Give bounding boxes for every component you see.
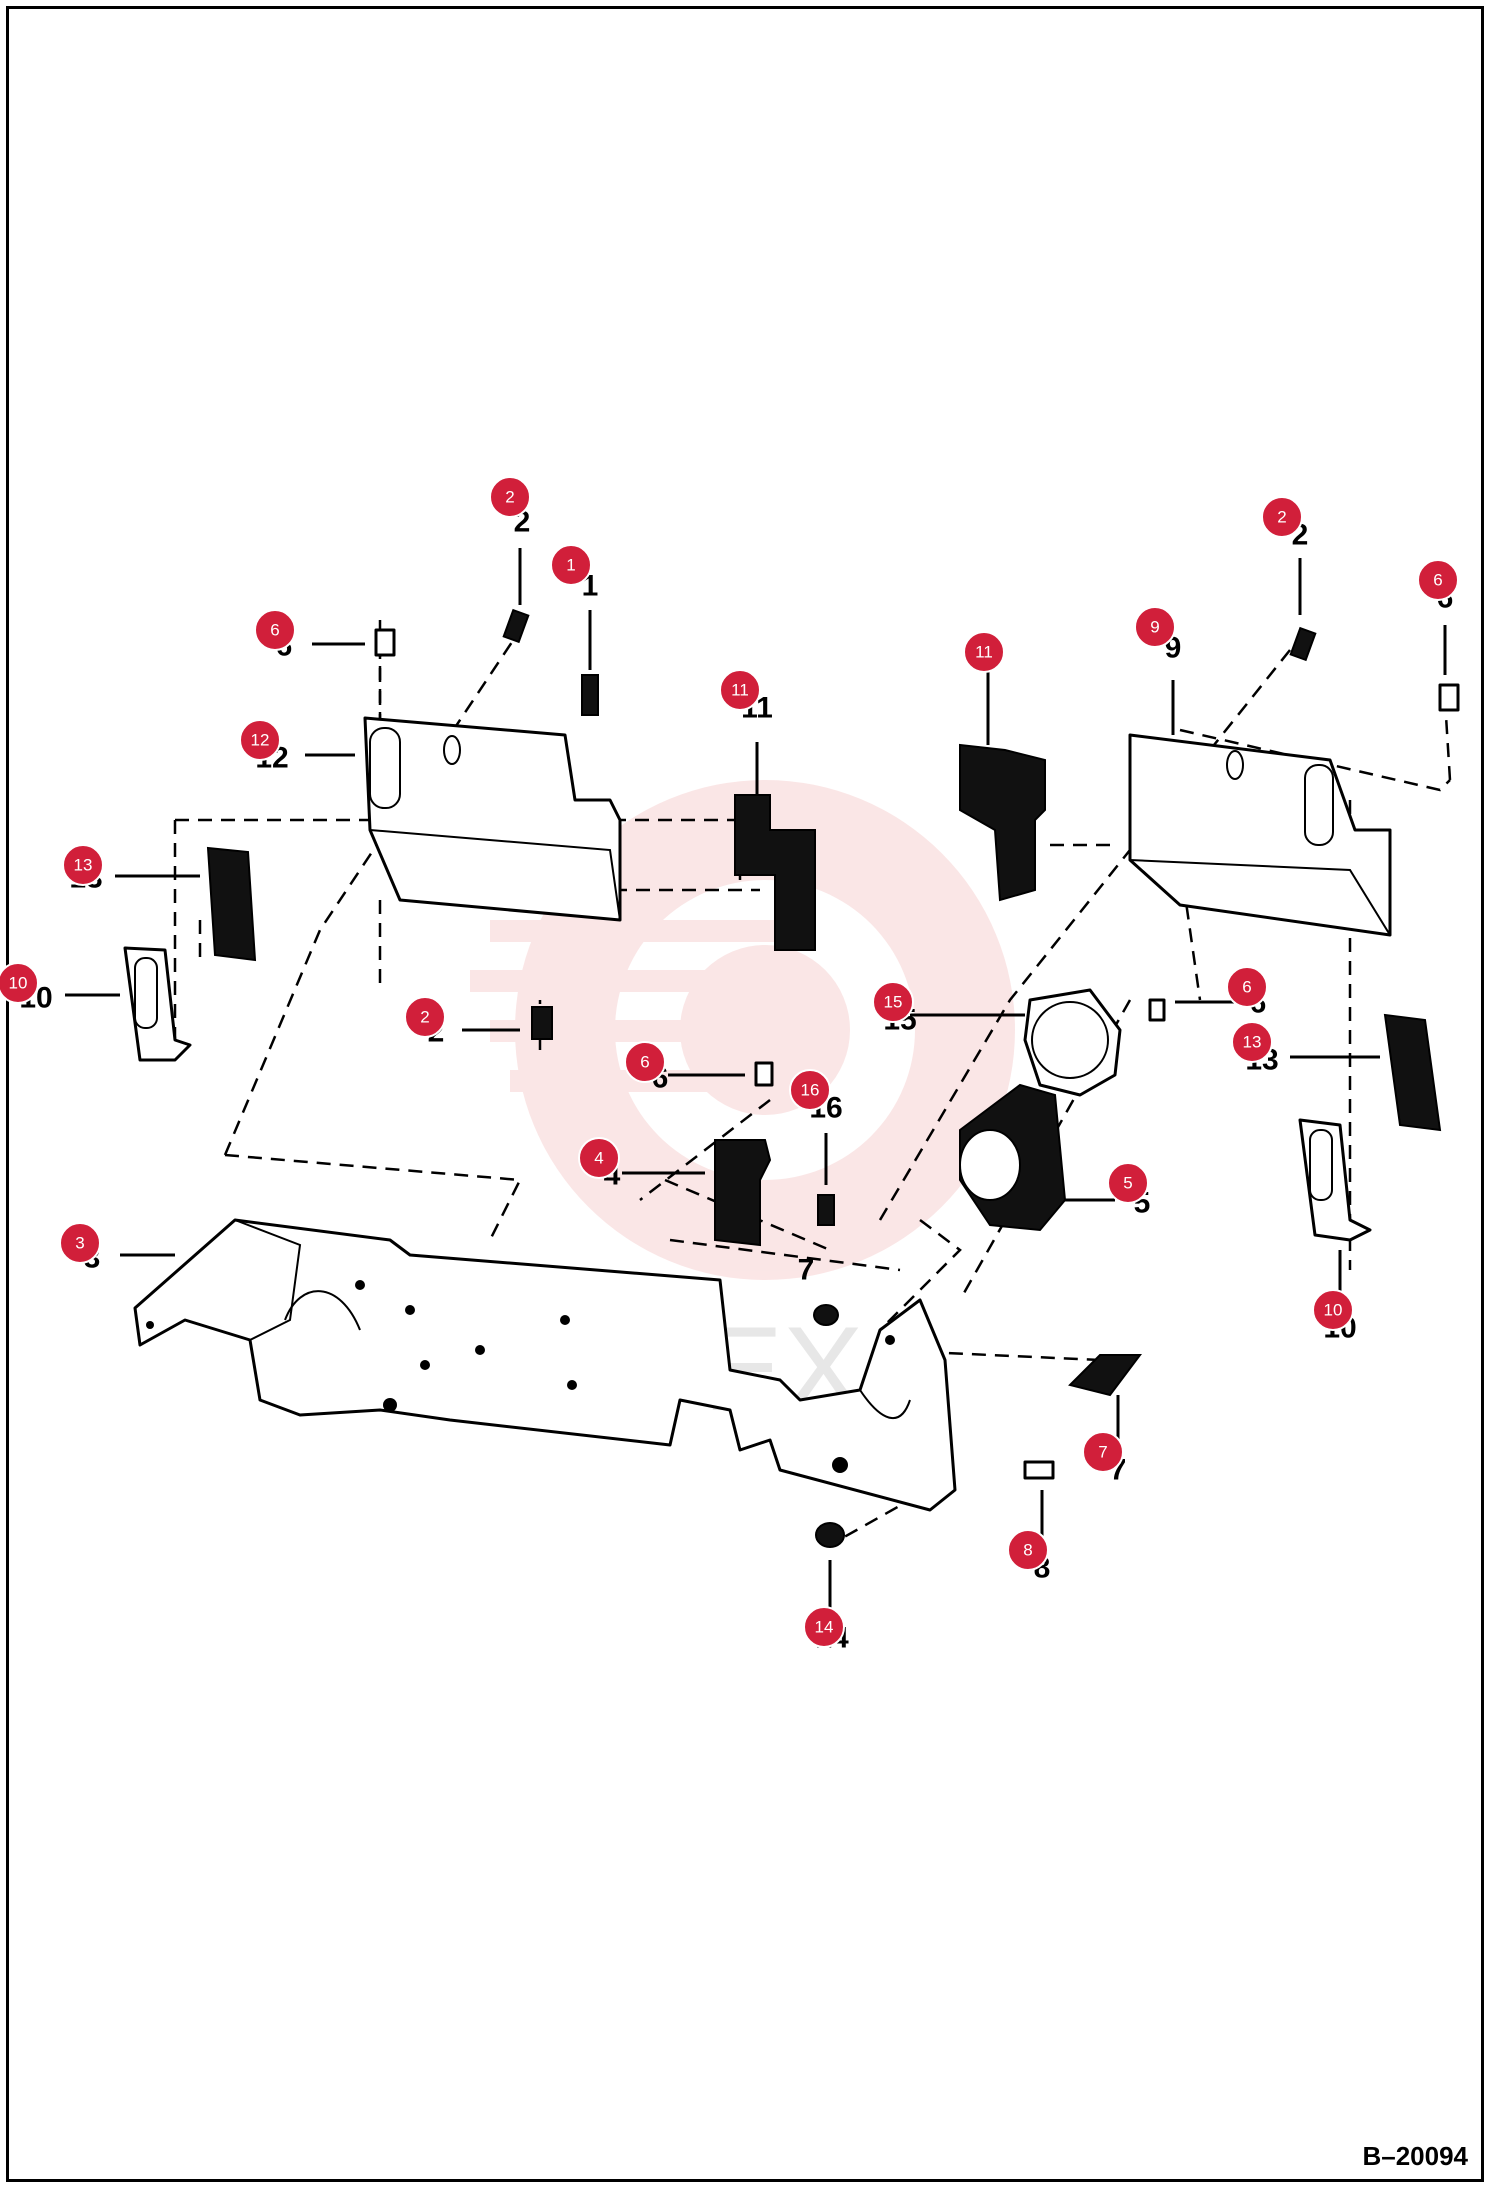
svg-text:10: 10 [9,974,28,993]
svg-text:16: 16 [801,1081,820,1100]
callout-1: 1 [550,544,592,586]
svg-text:4: 4 [594,1149,603,1168]
callout-7: 7 [1082,1431,1124,1473]
part-6-bolt-c [1148,998,1166,1022]
callout-2-b: 2 [404,996,446,1038]
svg-text:8: 8 [1023,1541,1032,1560]
part-3-main-panel [133,1218,957,1512]
callout-3: 3 [59,1222,101,1264]
part-11-block-right [959,743,1046,902]
callout-16: 16 [789,1069,831,1111]
svg-text:12: 12 [251,731,270,750]
svg-text:6: 6 [1433,571,1442,590]
part-1-screw [581,674,599,716]
leader-lines [65,548,1447,1610]
part-13-pad-right [1383,1013,1442,1132]
callout-15: 15 [872,981,914,1023]
part-9-bracket [1128,733,1392,937]
svg-text:7: 7 [1098,1443,1107,1462]
svg-text:1: 1 [566,556,575,575]
part-2-bolt-b [531,1006,553,1040]
callout-2-a: 2 [489,476,531,518]
svg-text:14: 14 [815,1618,834,1637]
svg-text:6: 6 [270,621,279,640]
part-2-bolt-c [1289,626,1317,662]
callout-14: 14 [803,1606,845,1648]
part-6-bolt-a [374,628,396,657]
callout-10-b: 10 [1312,1289,1354,1331]
callout-6-a: 6 [254,609,296,651]
callout-10-a: 10 [0,962,39,1004]
part-13-pad-left [206,846,257,962]
callout-markers: 2 1 6 12 13 10 2 11 11 9 2 6 15 6 13 6 1… [0,476,1459,1648]
part-2-bolt-a [502,608,530,644]
callout-11-b: 11 [963,631,1005,673]
svg-text:13: 13 [1243,1033,1262,1052]
part-5-boot [959,1083,1067,1232]
part-12-bracket [363,716,622,922]
callout-12: 12 [239,719,281,761]
diagram-frame [6,6,1484,2182]
part-14-nut [815,1522,845,1548]
callout-8: 8 [1007,1529,1049,1571]
svg-text:9: 9 [1150,618,1159,637]
callout-6-b: 6 [1417,559,1459,601]
part-4-block [714,1139,772,1247]
part-15-gasket [1023,988,1122,1097]
part-11-block-left [734,794,816,951]
svg-text:11: 11 [731,681,749,700]
callout-9: 9 [1134,606,1176,648]
callout-11-a: 11 [719,669,761,711]
watermark-gear-icon [470,780,1015,1280]
document-code: B–20094 [1362,2141,1468,2171]
svg-text:6: 6 [1242,978,1251,997]
svg-text:2: 2 [505,488,514,507]
callout-13-b: 13 [1231,1021,1273,1063]
callout-6-c: 6 [1226,966,1268,1008]
svg-text:13: 13 [74,856,93,875]
part-16-bolt [817,1194,835,1226]
part-10-bracket-left [123,946,192,1062]
part-16-nut [813,1304,839,1326]
svg-text:6: 6 [640,1053,649,1072]
part-8-bolt [1023,1460,1055,1480]
svg-text:11: 11 [975,643,993,662]
part-6-bolt-b [1438,683,1460,712]
callout-2-c: 2 [1261,496,1303,538]
part-6-bolt-d [754,1061,774,1087]
svg-text:3: 3 [75,1234,84,1253]
callout-4: 4 [578,1137,620,1179]
part-7-plate [1068,1354,1142,1397]
svg-text:2: 2 [420,1008,429,1027]
svg-text:5: 5 [1123,1174,1132,1193]
svg-text:10: 10 [1324,1301,1343,1320]
callout-5: 5 [1107,1162,1149,1204]
part-10-bracket-right [1298,1118,1372,1242]
fasteners [374,608,1460,1548]
svg-text:15: 15 [884,993,903,1012]
callout-6-d: 6 [624,1041,666,1083]
label-7-a: 7 [798,1254,815,1287]
svg-text:2: 2 [1277,508,1286,527]
callout-13-a: 13 [62,844,104,886]
